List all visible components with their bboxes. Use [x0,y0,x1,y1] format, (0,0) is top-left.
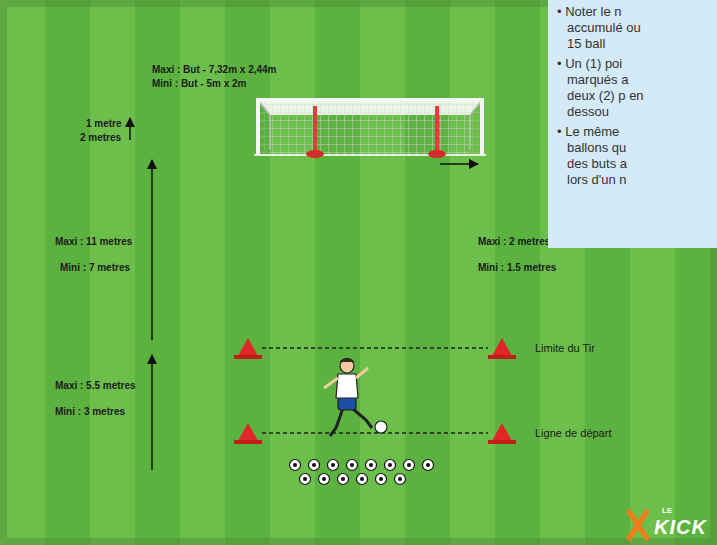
note-bullet: • Le même ballons qu des buts a lors d'u… [557,124,649,188]
note-bullet: • Un (1) poi marqués a deux (2) p en des… [557,56,649,120]
ball-patch [360,477,364,481]
dimension: Mini : 1.5 metres [478,262,556,274]
dimension: Mini : 7 metres [60,262,130,274]
ball [385,460,396,471]
goal [254,100,486,155]
ball-patch [388,463,392,467]
ball-patch [398,477,402,481]
dimension: 1 metre [86,118,122,130]
ball-stock [290,460,434,485]
cone-lines [234,338,516,444]
logo-text: KICK [654,516,707,538]
line-name: Limite du Tir [535,342,595,354]
ball [423,460,434,471]
ball [300,474,311,485]
note-panel: • Noter le n accumulé ou 15 ball• Un (1)… [548,0,717,248]
goal-size: Mini : But - 5m x 2m [152,78,246,90]
ball-patch [303,477,307,481]
ball-patch [379,477,383,481]
ball [347,460,358,471]
ball [366,460,377,471]
dimension: Maxi : 2 metres [478,236,550,248]
ball-patch [341,477,345,481]
ball-patch [426,463,430,467]
ball-patch [369,463,373,467]
ball [376,474,387,485]
ball [404,460,415,471]
ball-patch [293,463,297,467]
dimension: Maxi : 5.5 metres [55,380,136,392]
goal-size: Maxi : But - 7,32m x 2,44m [152,64,277,76]
ball-patch [350,463,354,467]
ball [395,474,406,485]
ball [328,460,339,471]
dimension: Maxi : 11 metres [55,236,132,248]
dimension-arrows [130,118,478,470]
ball-patch [322,477,326,481]
note-bullet: • Noter le n accumulé ou 15 ball [557,4,649,52]
ball-patch [312,463,316,467]
ball [357,474,368,485]
player [324,359,387,437]
logo-mark [628,510,648,540]
ball-patch [331,463,335,467]
ball [319,474,330,485]
line-name: Ligne de départ [535,427,611,439]
dimension: 2 metres [80,132,121,144]
logo-text: LE [662,506,672,515]
ball [290,460,301,471]
ball-patch [407,463,411,467]
ball [309,460,320,471]
ball [338,474,349,485]
dimension: Mini : 3 metres [55,406,125,418]
goal-poles [306,106,446,158]
